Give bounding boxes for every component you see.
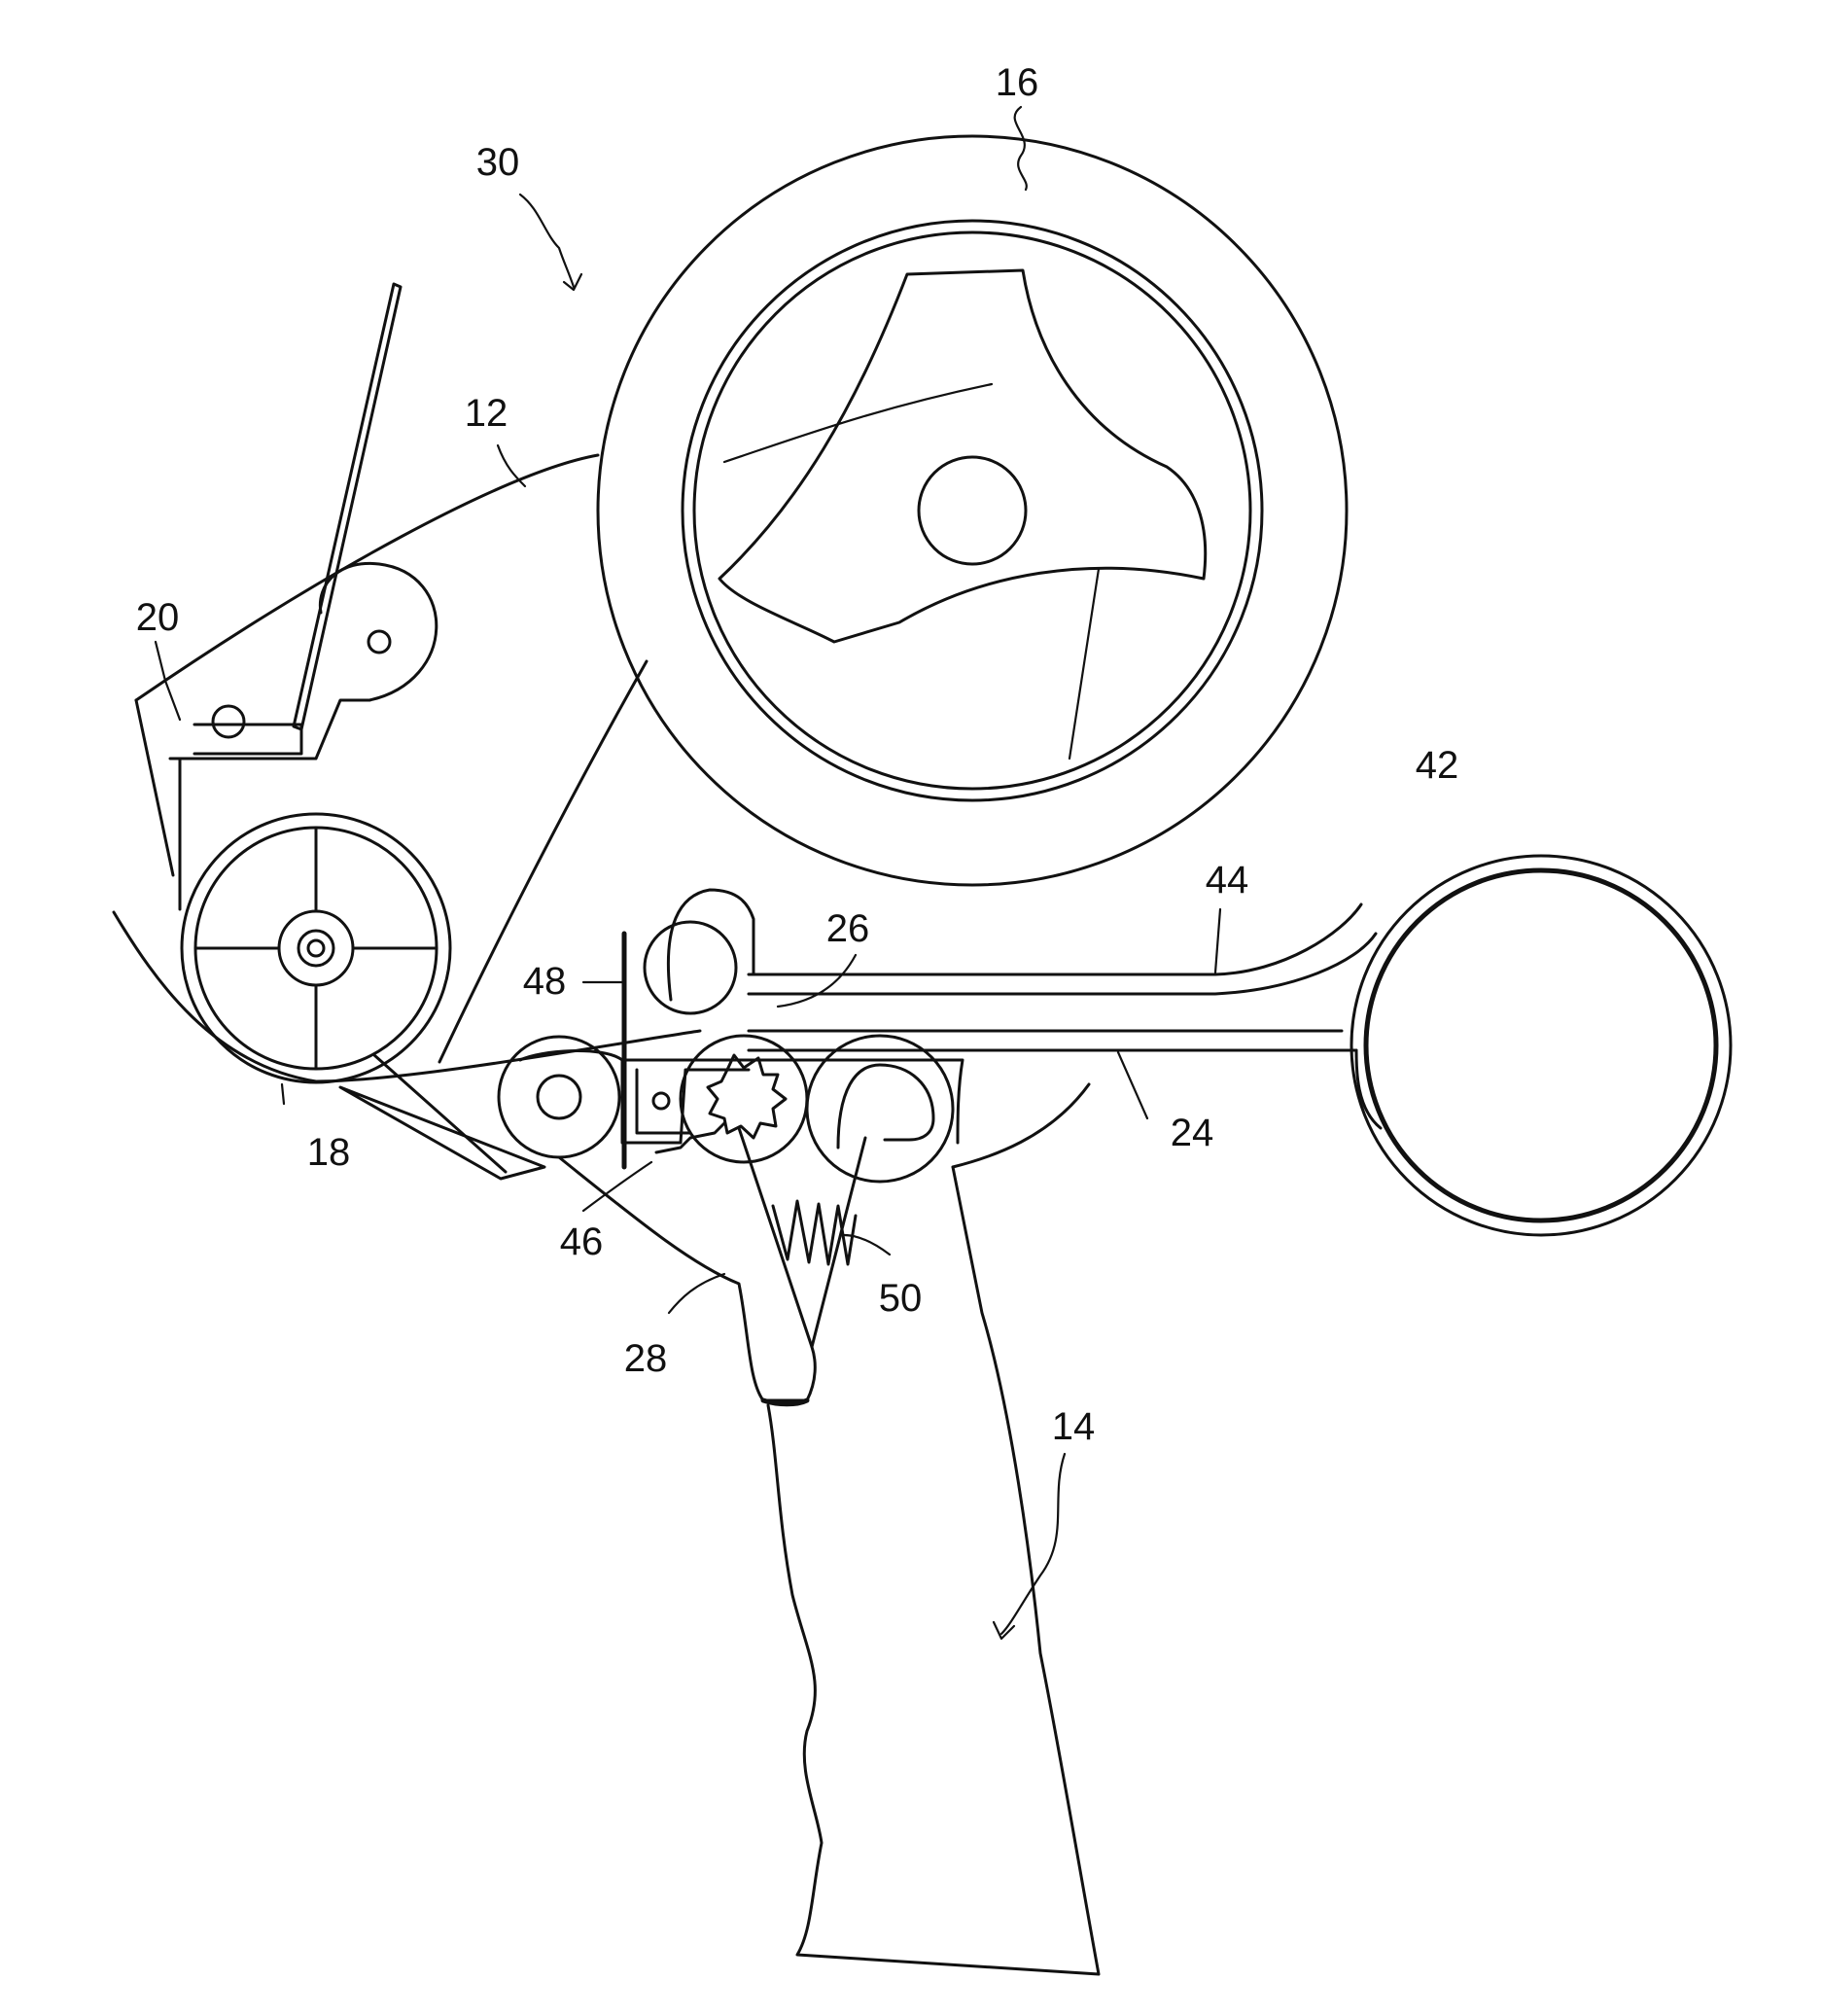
label-48: 48 bbox=[523, 960, 567, 1003]
label-26: 26 bbox=[826, 907, 870, 950]
ratchet-gear bbox=[708, 1055, 786, 1138]
label-24: 24 bbox=[1171, 1112, 1214, 1154]
spring bbox=[773, 1201, 856, 1264]
leader-20 bbox=[156, 642, 180, 720]
trigger bbox=[559, 1128, 865, 1404]
tape-roll bbox=[598, 136, 1347, 885]
leader-30 bbox=[520, 195, 574, 287]
finger-ring-inner bbox=[1366, 870, 1716, 1220]
label-12: 12 bbox=[465, 392, 508, 435]
leader-44 bbox=[1215, 909, 1220, 973]
guide-roller bbox=[114, 814, 700, 1082]
label-50: 50 bbox=[879, 1277, 923, 1320]
label-30: 30 bbox=[476, 141, 520, 184]
leader-28 bbox=[669, 1274, 724, 1313]
hub-circle bbox=[919, 457, 1026, 564]
label-28: 28 bbox=[624, 1337, 668, 1380]
leader-26 bbox=[778, 955, 856, 1007]
finger-ring-outer bbox=[1351, 856, 1731, 1235]
leader-16 bbox=[1015, 107, 1027, 190]
label-44: 44 bbox=[1206, 859, 1249, 902]
lever-arm bbox=[645, 856, 1731, 1235]
label-20: 20 bbox=[136, 596, 180, 639]
label-14: 14 bbox=[1052, 1405, 1096, 1448]
gear-mechanism bbox=[499, 934, 963, 1182]
leader-18 bbox=[282, 1084, 284, 1104]
leader-14 bbox=[1001, 1454, 1065, 1634]
lower-blade bbox=[340, 1055, 544, 1179]
pivot-26-outer bbox=[645, 922, 736, 1013]
label-42: 42 bbox=[1416, 744, 1459, 787]
label-18: 18 bbox=[307, 1131, 351, 1174]
label-46: 46 bbox=[560, 1220, 604, 1263]
leader-24 bbox=[1118, 1052, 1147, 1118]
label-16: 16 bbox=[996, 61, 1039, 104]
